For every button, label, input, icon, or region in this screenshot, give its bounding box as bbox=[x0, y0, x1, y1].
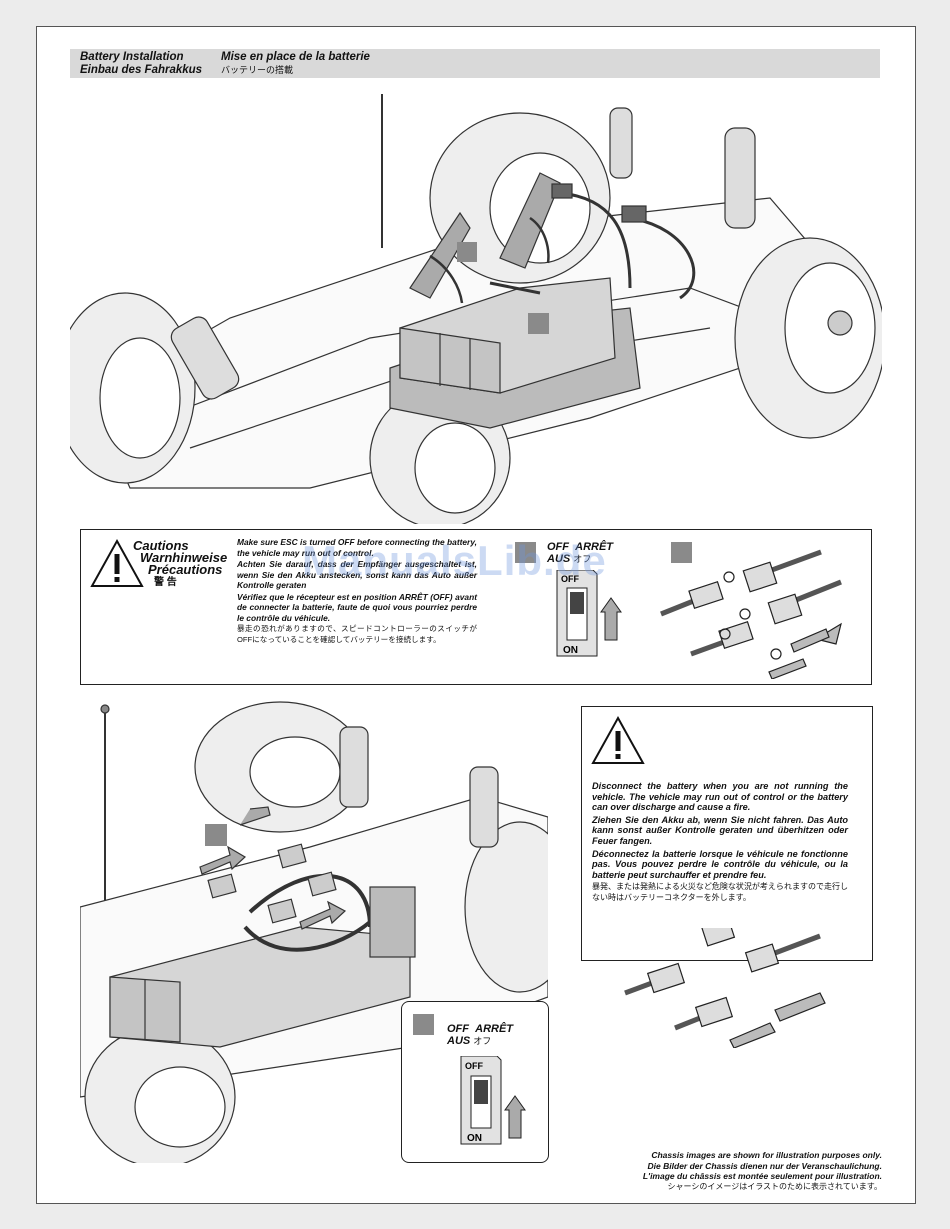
header-title-ja: バッテリーの搭載 bbox=[221, 65, 294, 75]
footer-note: Chassis images are shown for illustratio… bbox=[643, 1150, 882, 1192]
switch-ja-label: オフ bbox=[573, 554, 592, 564]
inset-arret-label: ARRÊT bbox=[475, 1023, 514, 1035]
footer-fr: L'image du châssis est montée seulement … bbox=[642, 1171, 882, 1181]
disconnect-warning-box: Disconnect the battery when you are not … bbox=[581, 706, 873, 961]
cautions-text-de: Achten Sie darauf, dass der Empfänger au… bbox=[237, 559, 477, 590]
battery-install-illustration bbox=[70, 94, 882, 524]
step-marker-a bbox=[457, 242, 477, 262]
header-right: Mise en place de la batterie バッテリーの搭載 bbox=[221, 51, 370, 77]
power-switch-diagram: OFF ON bbox=[556, 570, 622, 657]
connector-diagram bbox=[660, 549, 842, 679]
step-marker-c bbox=[515, 542, 536, 563]
switch-aus-label: AUS bbox=[547, 553, 571, 565]
battery-connect-illustration bbox=[80, 701, 548, 1163]
switch-on-text: ON bbox=[563, 645, 578, 656]
cautions-title-fr: Précautions bbox=[148, 562, 223, 577]
step-marker-e bbox=[205, 824, 227, 846]
cautions-text: Make sure ESC is turned OFF before conne… bbox=[237, 537, 477, 646]
switch-label-top: OFF ARRÊT AUS オフ bbox=[547, 541, 613, 565]
header-title-fr: Mise en place de la batterie bbox=[221, 51, 370, 63]
disconnect-connector-illustration bbox=[624, 928, 826, 1048]
header-title-en: Battery Installation bbox=[80, 51, 184, 63]
inset-switch-label: OFF ARRÊT AUS オフ bbox=[447, 1023, 513, 1047]
step-marker-b bbox=[528, 313, 549, 334]
inset-ja-label: オフ bbox=[473, 1036, 492, 1046]
footer-en: Chassis images are shown for illustratio… bbox=[651, 1150, 882, 1160]
warning-text: Disconnect the battery when you are not … bbox=[592, 781, 848, 906]
switch-off-label: OFF bbox=[547, 541, 569, 553]
switch-arret-label: ARRÊT bbox=[575, 541, 614, 553]
footer-ja: シャーシのイメージはイラストのために表示されています。 bbox=[667, 1181, 882, 1191]
warning-triangle-icon bbox=[591, 715, 645, 764]
cautions-box: Cautions Warnhinweise Précautions 警 告 Ma… bbox=[80, 529, 872, 685]
warning-text-fr: Déconnectez la batterie lorsque le véhic… bbox=[592, 848, 848, 880]
warning-text-en: Disconnect the battery when you are not … bbox=[592, 781, 848, 813]
footer-de: Die Bilder der Chassis dienen nur der Ve… bbox=[647, 1160, 882, 1171]
cautions-text-en: Make sure ESC is turned OFF before conne… bbox=[237, 537, 477, 558]
warning-text-de: Ziehen Sie den Akku ab, wenn Sie nicht f… bbox=[592, 814, 848, 846]
cautions-title-en: Cautions bbox=[133, 538, 189, 553]
step-marker-f bbox=[413, 1014, 434, 1035]
cautions-text-ja: 暴走の恐れがありますので、スピードコントローラーのスイッチがOFFになっているこ… bbox=[237, 624, 477, 644]
warning-text-ja: 暴発、または発熱による火災など危険な状況が考えられますので走行しない時はバッテリ… bbox=[592, 882, 848, 902]
inset-aus-label: AUS bbox=[447, 1035, 471, 1047]
switch-off-text: OFF bbox=[561, 574, 579, 584]
header-left: Battery Installation Einbau des Fahrakku… bbox=[80, 51, 202, 77]
cautions-title-de: Warnhinweise bbox=[140, 550, 228, 565]
inset-off-label: OFF bbox=[447, 1023, 469, 1035]
header-title-de: Einbau des Fahrakkus bbox=[80, 64, 203, 76]
inset-switch-off-text: OFF bbox=[465, 1061, 483, 1071]
warning-triangle-icon bbox=[90, 538, 144, 587]
cautions-title-ja: 警 告 bbox=[154, 577, 177, 588]
watermark: ManualsLib.de bbox=[302, 537, 607, 584]
step-marker-d bbox=[671, 542, 692, 563]
section-header: Battery Installation Einbau des Fahrakku… bbox=[70, 49, 880, 78]
switch-inset-box: OFF ARRÊT AUS オフ OFF ON bbox=[401, 1001, 549, 1163]
inset-power-switch: OFF ON bbox=[460, 1056, 526, 1145]
inset-switch-on-text: ON bbox=[467, 1133, 482, 1144]
cautions-text-fr: Vérifiez que le récepteur est en positio… bbox=[237, 591, 477, 623]
